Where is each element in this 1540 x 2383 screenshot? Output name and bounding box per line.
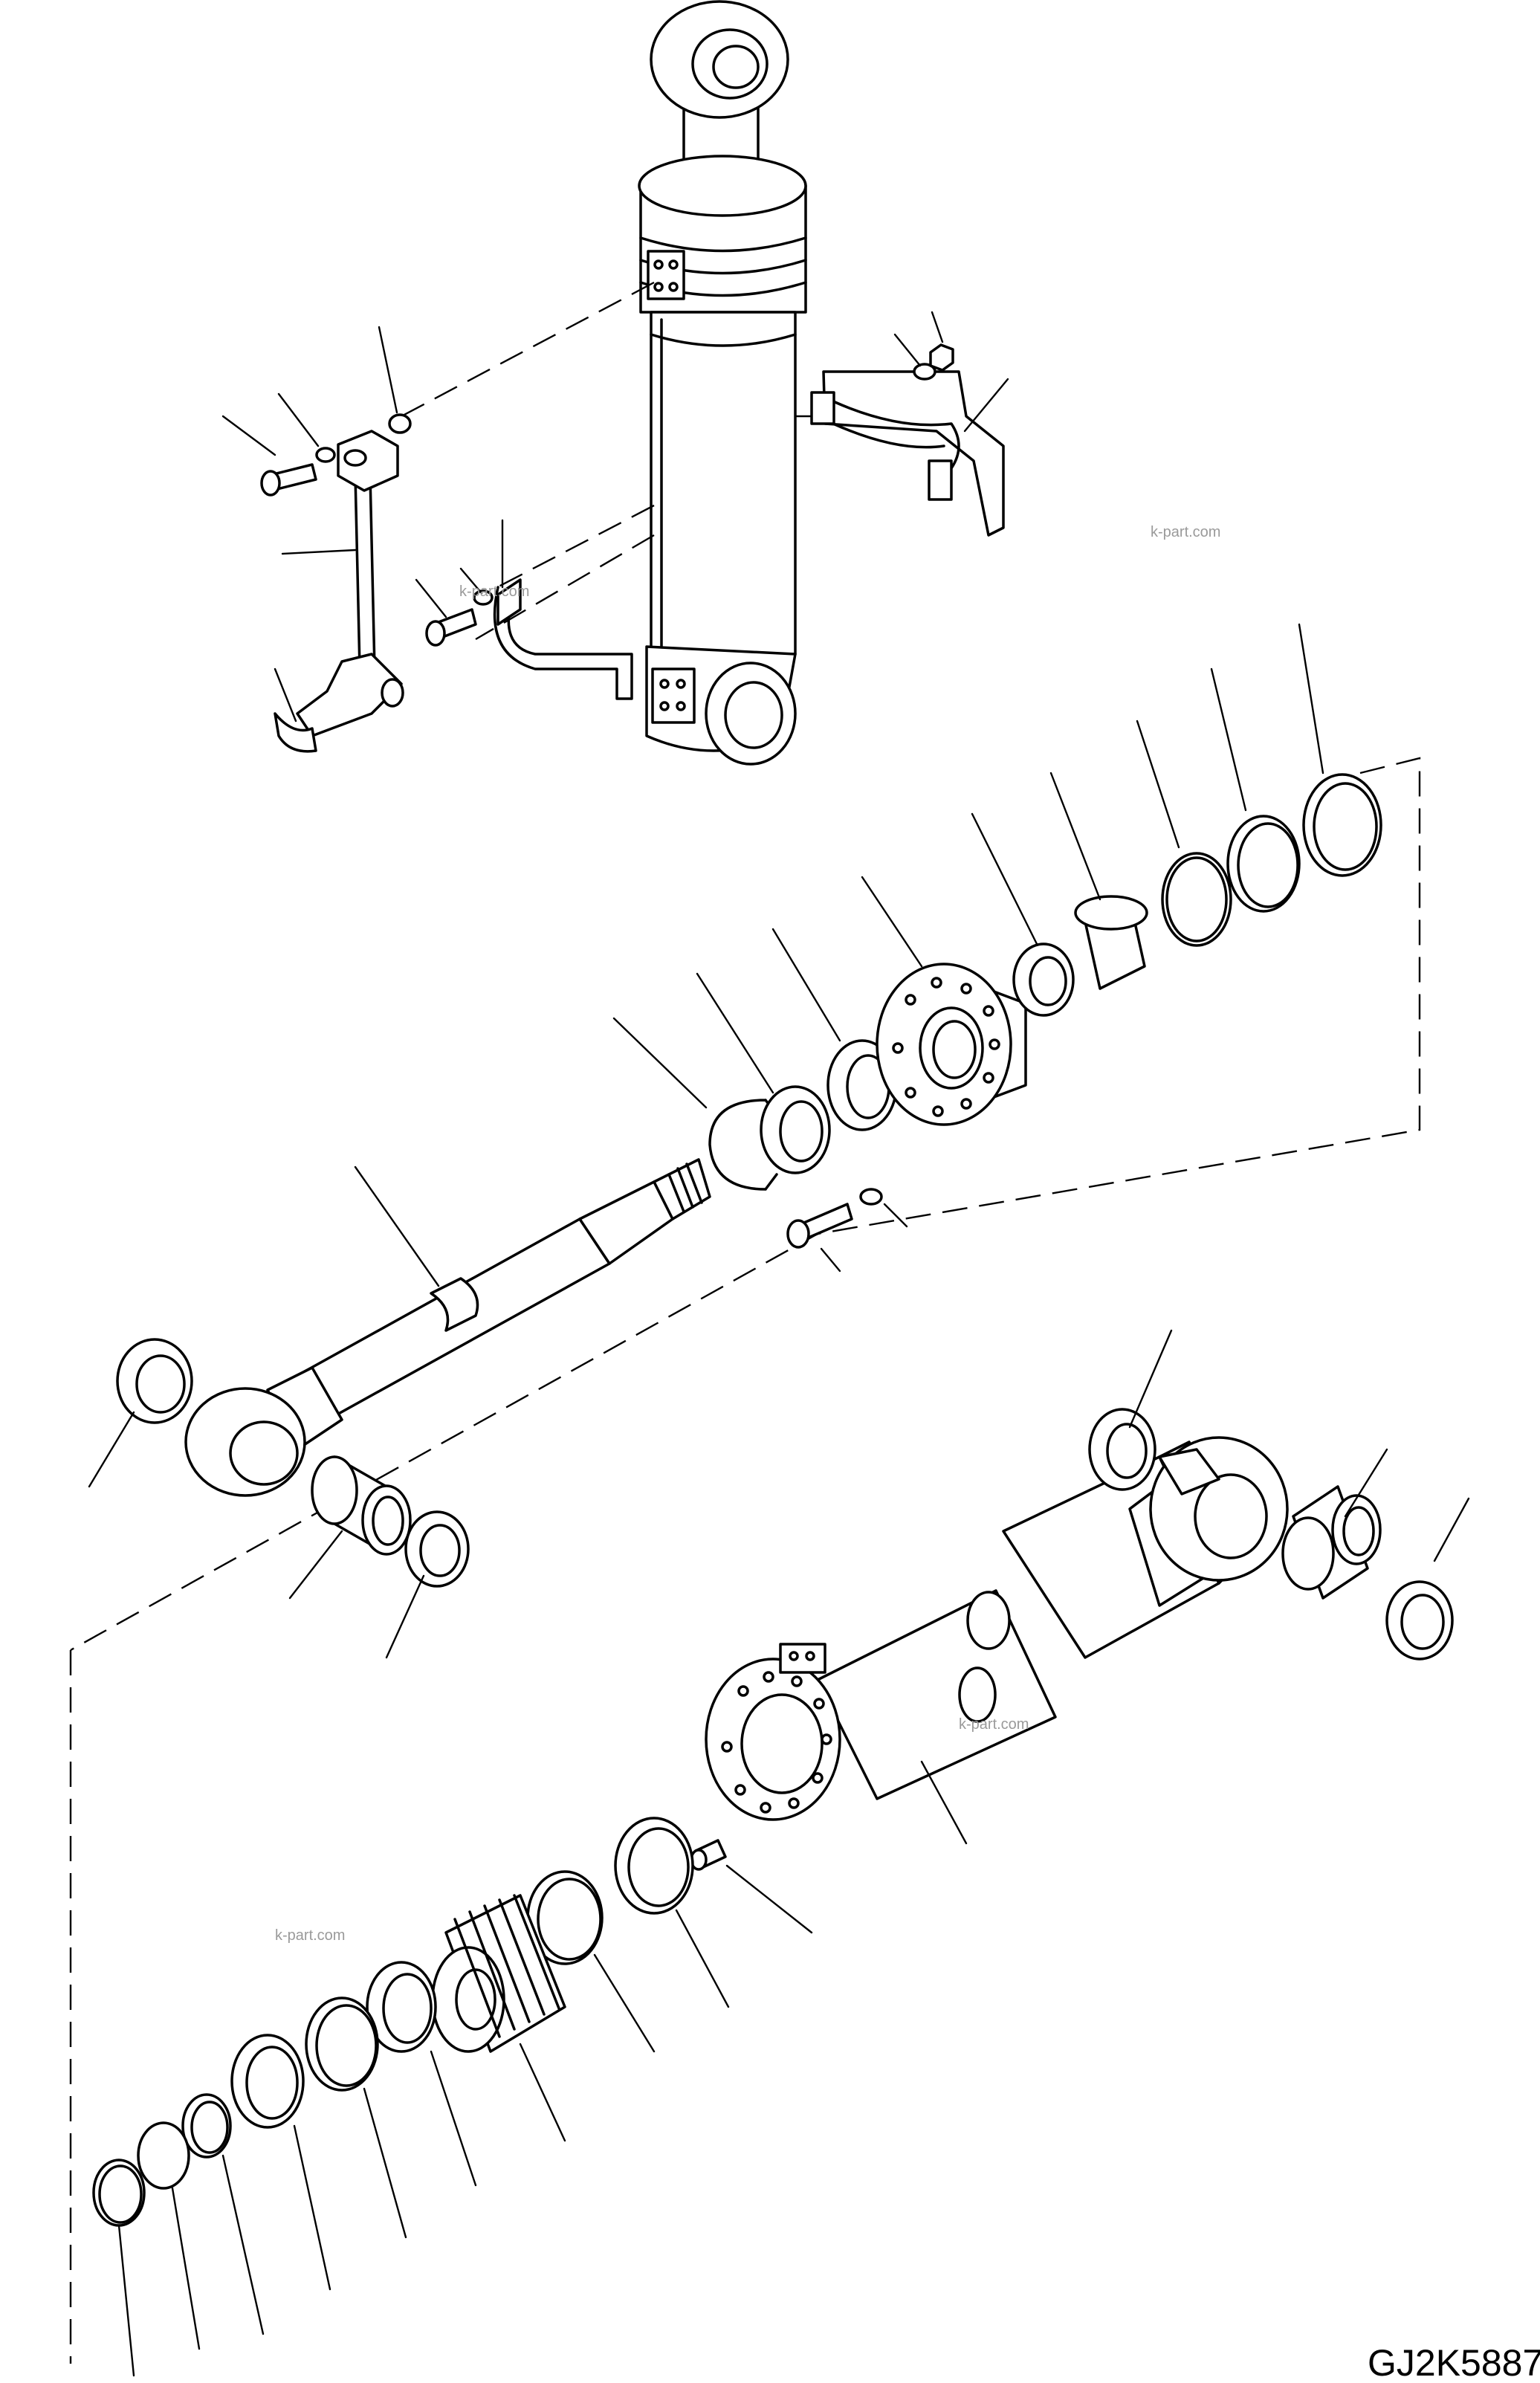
wear-ring-2 (526, 1870, 604, 1965)
rod-seal (760, 1085, 831, 1174)
band-clamp-upper (810, 370, 1005, 537)
o-ring-piston-1 (181, 2093, 232, 2159)
piston (431, 1894, 566, 2053)
o-ring-piston-2 (137, 2121, 190, 2190)
lube-pipe (274, 430, 404, 753)
piston-ring-1 (366, 1961, 437, 2053)
bushing-rod-eye (311, 1455, 412, 1556)
o-ring-head (1161, 852, 1232, 947)
backup-ring-large (1226, 815, 1301, 913)
bolt-2 (425, 589, 494, 647)
cylinder-tube-exploded (705, 1441, 1235, 1821)
o-ring-large (1302, 773, 1382, 877)
tube-bottom-eye (1128, 1436, 1289, 1607)
nut (929, 343, 954, 372)
watermark-3: k-part.com (959, 1716, 1029, 1733)
piston-ring-3 (230, 2034, 305, 2129)
bushing-tube (1281, 1485, 1382, 1600)
o-ring-head-inner (1165, 856, 1228, 942)
dust-seal-tube (1088, 1408, 1156, 1491)
piston-ring-2 (305, 1996, 379, 2092)
washer (913, 363, 936, 381)
watermark-4: k-part.com (275, 1927, 345, 1944)
watermark-2: k-part.com (459, 583, 529, 600)
dust-seal-rod-eye (116, 1338, 193, 1424)
band-clamp-lower (493, 578, 633, 700)
cylinder-bottom (645, 645, 797, 766)
cylinder-tube (650, 311, 797, 656)
dust-seal-tube-2 (1385, 1580, 1454, 1661)
piston-rod (184, 1158, 711, 1497)
set-screw (690, 1839, 727, 1871)
bolt-3 (786, 1188, 883, 1249)
bolt-1 (260, 447, 336, 497)
watermark-1: k-part.com (1151, 524, 1220, 540)
cylinder-assembly (638, 0, 807, 766)
dust-seal-rod-eye-2 (404, 1510, 470, 1588)
cylinder-head (638, 155, 807, 314)
bushing-head (1074, 895, 1148, 990)
cylinder-head-flange (876, 963, 1027, 1126)
o-ring-piston-3 (92, 2159, 146, 2227)
o-ring-small (388, 413, 412, 434)
backup-ring-head (1012, 942, 1075, 1017)
wear-ring-1 (614, 1817, 694, 1915)
diagram-code: GJ2K5887 (1368, 2342, 1540, 2383)
